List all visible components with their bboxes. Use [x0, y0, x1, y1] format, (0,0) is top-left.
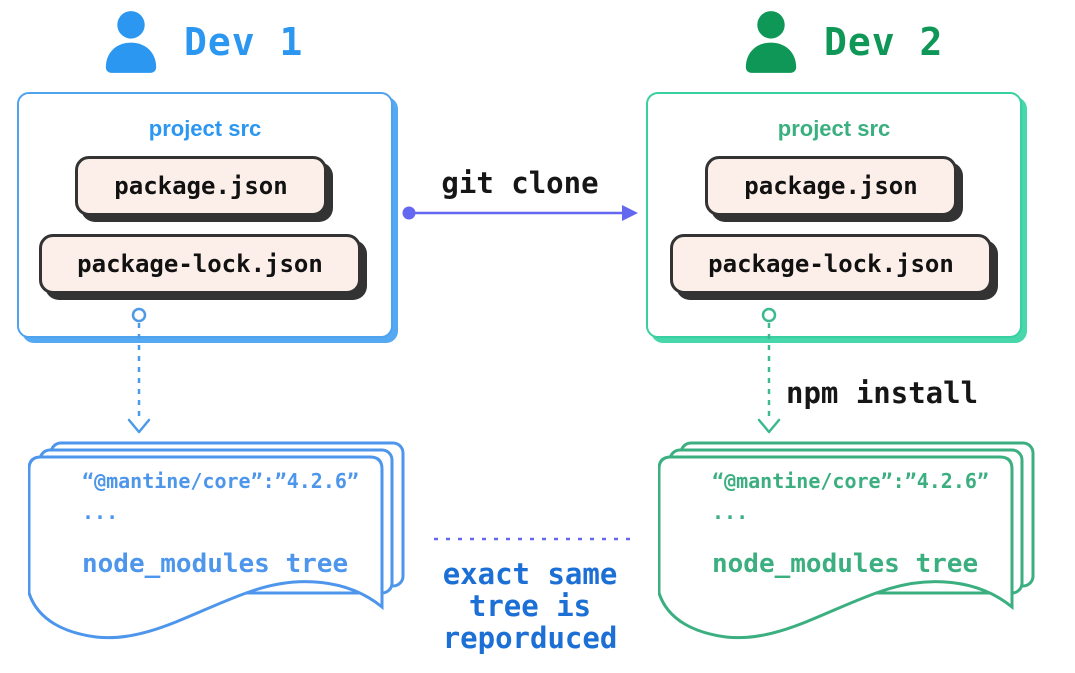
package-lock-json-pill: package-lock.json	[670, 234, 992, 294]
note-line-1: exact same	[442, 557, 618, 591]
note-line-2: tree is	[468, 589, 592, 623]
npm-install-label: npm install	[786, 376, 979, 410]
doc-line-dependency: “@mantine/core”:”4.2.6”	[712, 469, 989, 493]
dev2-dashed-arrow-icon	[757, 307, 781, 434]
project-src-label: project src	[777, 116, 891, 141]
dev1-label: Dev 1	[184, 20, 304, 64]
dev2-label: Dev 2	[824, 20, 944, 64]
person-icon	[105, 11, 157, 73]
dev1-project-src-box: project src package.json package-lock.js…	[17, 92, 393, 338]
package-json-pill: package.json	[705, 156, 957, 216]
doc-line-tree: node_modules tree	[82, 549, 349, 579]
dashed-divider-line	[434, 537, 635, 541]
dev2-project-src-box: project src package.json package-lock.js…	[646, 92, 1022, 338]
dev2-header: Dev 2	[742, 10, 943, 74]
git-clone-arrow-icon	[402, 205, 638, 221]
note-text: exact same tree is reporduced	[427, 558, 633, 654]
doc-line-dependency: “@mantine/core”:”4.2.6”	[82, 469, 359, 493]
dev1-node-modules-doc-icon	[28, 441, 405, 640]
doc-line-ellipsis: ...	[712, 500, 749, 524]
doc-line-ellipsis: ...	[82, 500, 119, 524]
dev1-dashed-arrow-icon	[127, 307, 151, 434]
doc-line-tree: node_modules tree	[712, 549, 979, 579]
person-icon	[745, 11, 797, 73]
git-clone-label: git clone	[441, 166, 599, 200]
package-json-pill: package.json	[75, 156, 327, 216]
project-src-label: project src	[148, 116, 262, 141]
dev1-header: Dev 1	[102, 10, 303, 74]
package-lock-json-pill: package-lock.json	[39, 234, 361, 294]
dev2-node-modules-doc-icon	[658, 441, 1035, 640]
note-line-3: reporduced	[442, 621, 618, 655]
